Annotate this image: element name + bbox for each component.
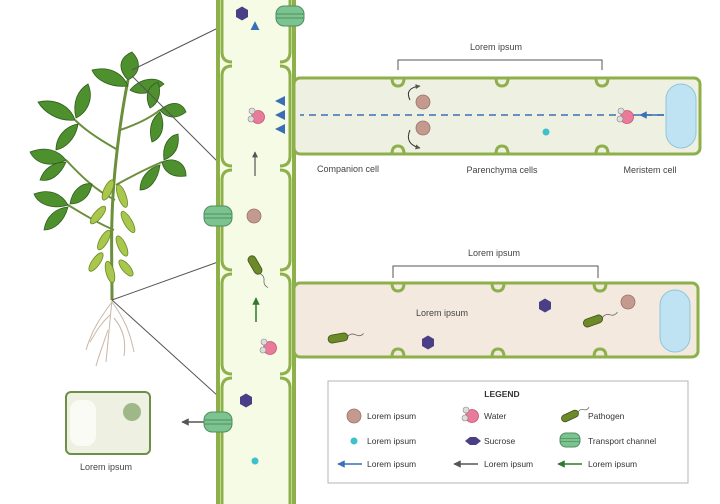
companion-cell-label: Companion cell xyxy=(317,164,379,174)
water-molecule-icon xyxy=(259,338,277,355)
lower-bracket-label: Lorem ipsum xyxy=(468,248,520,258)
top-bracket xyxy=(397,59,603,70)
upper-cell-row xyxy=(292,76,702,156)
legend-label: Pathogen xyxy=(588,411,625,421)
legend-label: Lorem ipsum xyxy=(367,459,416,469)
legend-label: Lorem ipsum xyxy=(367,411,416,421)
transport-channel-icon xyxy=(203,411,233,433)
teal-dot-icon xyxy=(350,437,358,445)
legend-title: LEGEND xyxy=(484,389,519,399)
sucrose-icon xyxy=(236,6,248,21)
transport-channel-icon xyxy=(275,5,305,27)
parenchyma-cells-label: Parenchyma cells xyxy=(466,165,538,175)
legend-panel: LEGEND Lorem ipsum Water Pathogen Lorem … xyxy=(327,380,689,484)
brown-particle-icon xyxy=(246,208,262,224)
sucrose-hexagon-icon xyxy=(465,437,481,445)
legend-label: Transport channel xyxy=(588,436,656,446)
teal-dot-icon xyxy=(251,457,259,465)
meristem-cell-label: Meristem cell xyxy=(623,165,676,175)
brown-circle-icon xyxy=(346,408,362,424)
transport-channel-icon xyxy=(203,205,233,227)
top-bracket-label: Lorem ipsum xyxy=(470,42,522,52)
lower-meristem-vacuole xyxy=(659,289,691,353)
pathogen-icon xyxy=(561,406,590,423)
sucrose-particles xyxy=(236,6,551,408)
transport-channel-icon xyxy=(559,432,581,448)
sucrose-icon xyxy=(240,393,252,408)
teal-dot-icon xyxy=(542,128,550,136)
legend-label: Lorem ipsum xyxy=(588,459,637,469)
water-molecule-icon xyxy=(461,406,479,423)
lower-flow-arrow xyxy=(252,297,586,322)
brown-particles xyxy=(246,94,636,310)
upper-flow-arrows xyxy=(275,84,664,150)
legend-label: Water xyxy=(484,411,507,421)
legend-label: Sucrose xyxy=(484,436,515,446)
pathogen-icon xyxy=(247,255,269,288)
zoom-connector-lines xyxy=(111,27,219,397)
transport-channels xyxy=(203,5,305,433)
lower-bracket xyxy=(392,265,599,278)
isolated-cell-label: Lorem ipsum xyxy=(80,462,132,472)
soybean-plant-illustration xyxy=(29,51,187,367)
water-molecule-icon xyxy=(247,107,265,124)
legend-label: Lorem ipsum xyxy=(367,436,416,446)
brown-particle-icon xyxy=(415,120,431,136)
pathogen-icon xyxy=(582,311,618,328)
legend-label: Lorem ipsum xyxy=(484,459,533,469)
lower-flow-label: Lorem ipsum xyxy=(416,308,468,318)
sucrose-icon xyxy=(422,335,434,350)
pathogen-icon xyxy=(327,332,364,344)
meristem-vacuole xyxy=(665,83,697,149)
lower-cell-row xyxy=(292,281,700,359)
brown-particle-icon xyxy=(415,94,431,110)
water-molecule-icon xyxy=(616,107,634,124)
brown-particle-icon xyxy=(620,294,636,310)
isolated-cell xyxy=(65,391,151,455)
sucrose-icon xyxy=(539,298,551,313)
